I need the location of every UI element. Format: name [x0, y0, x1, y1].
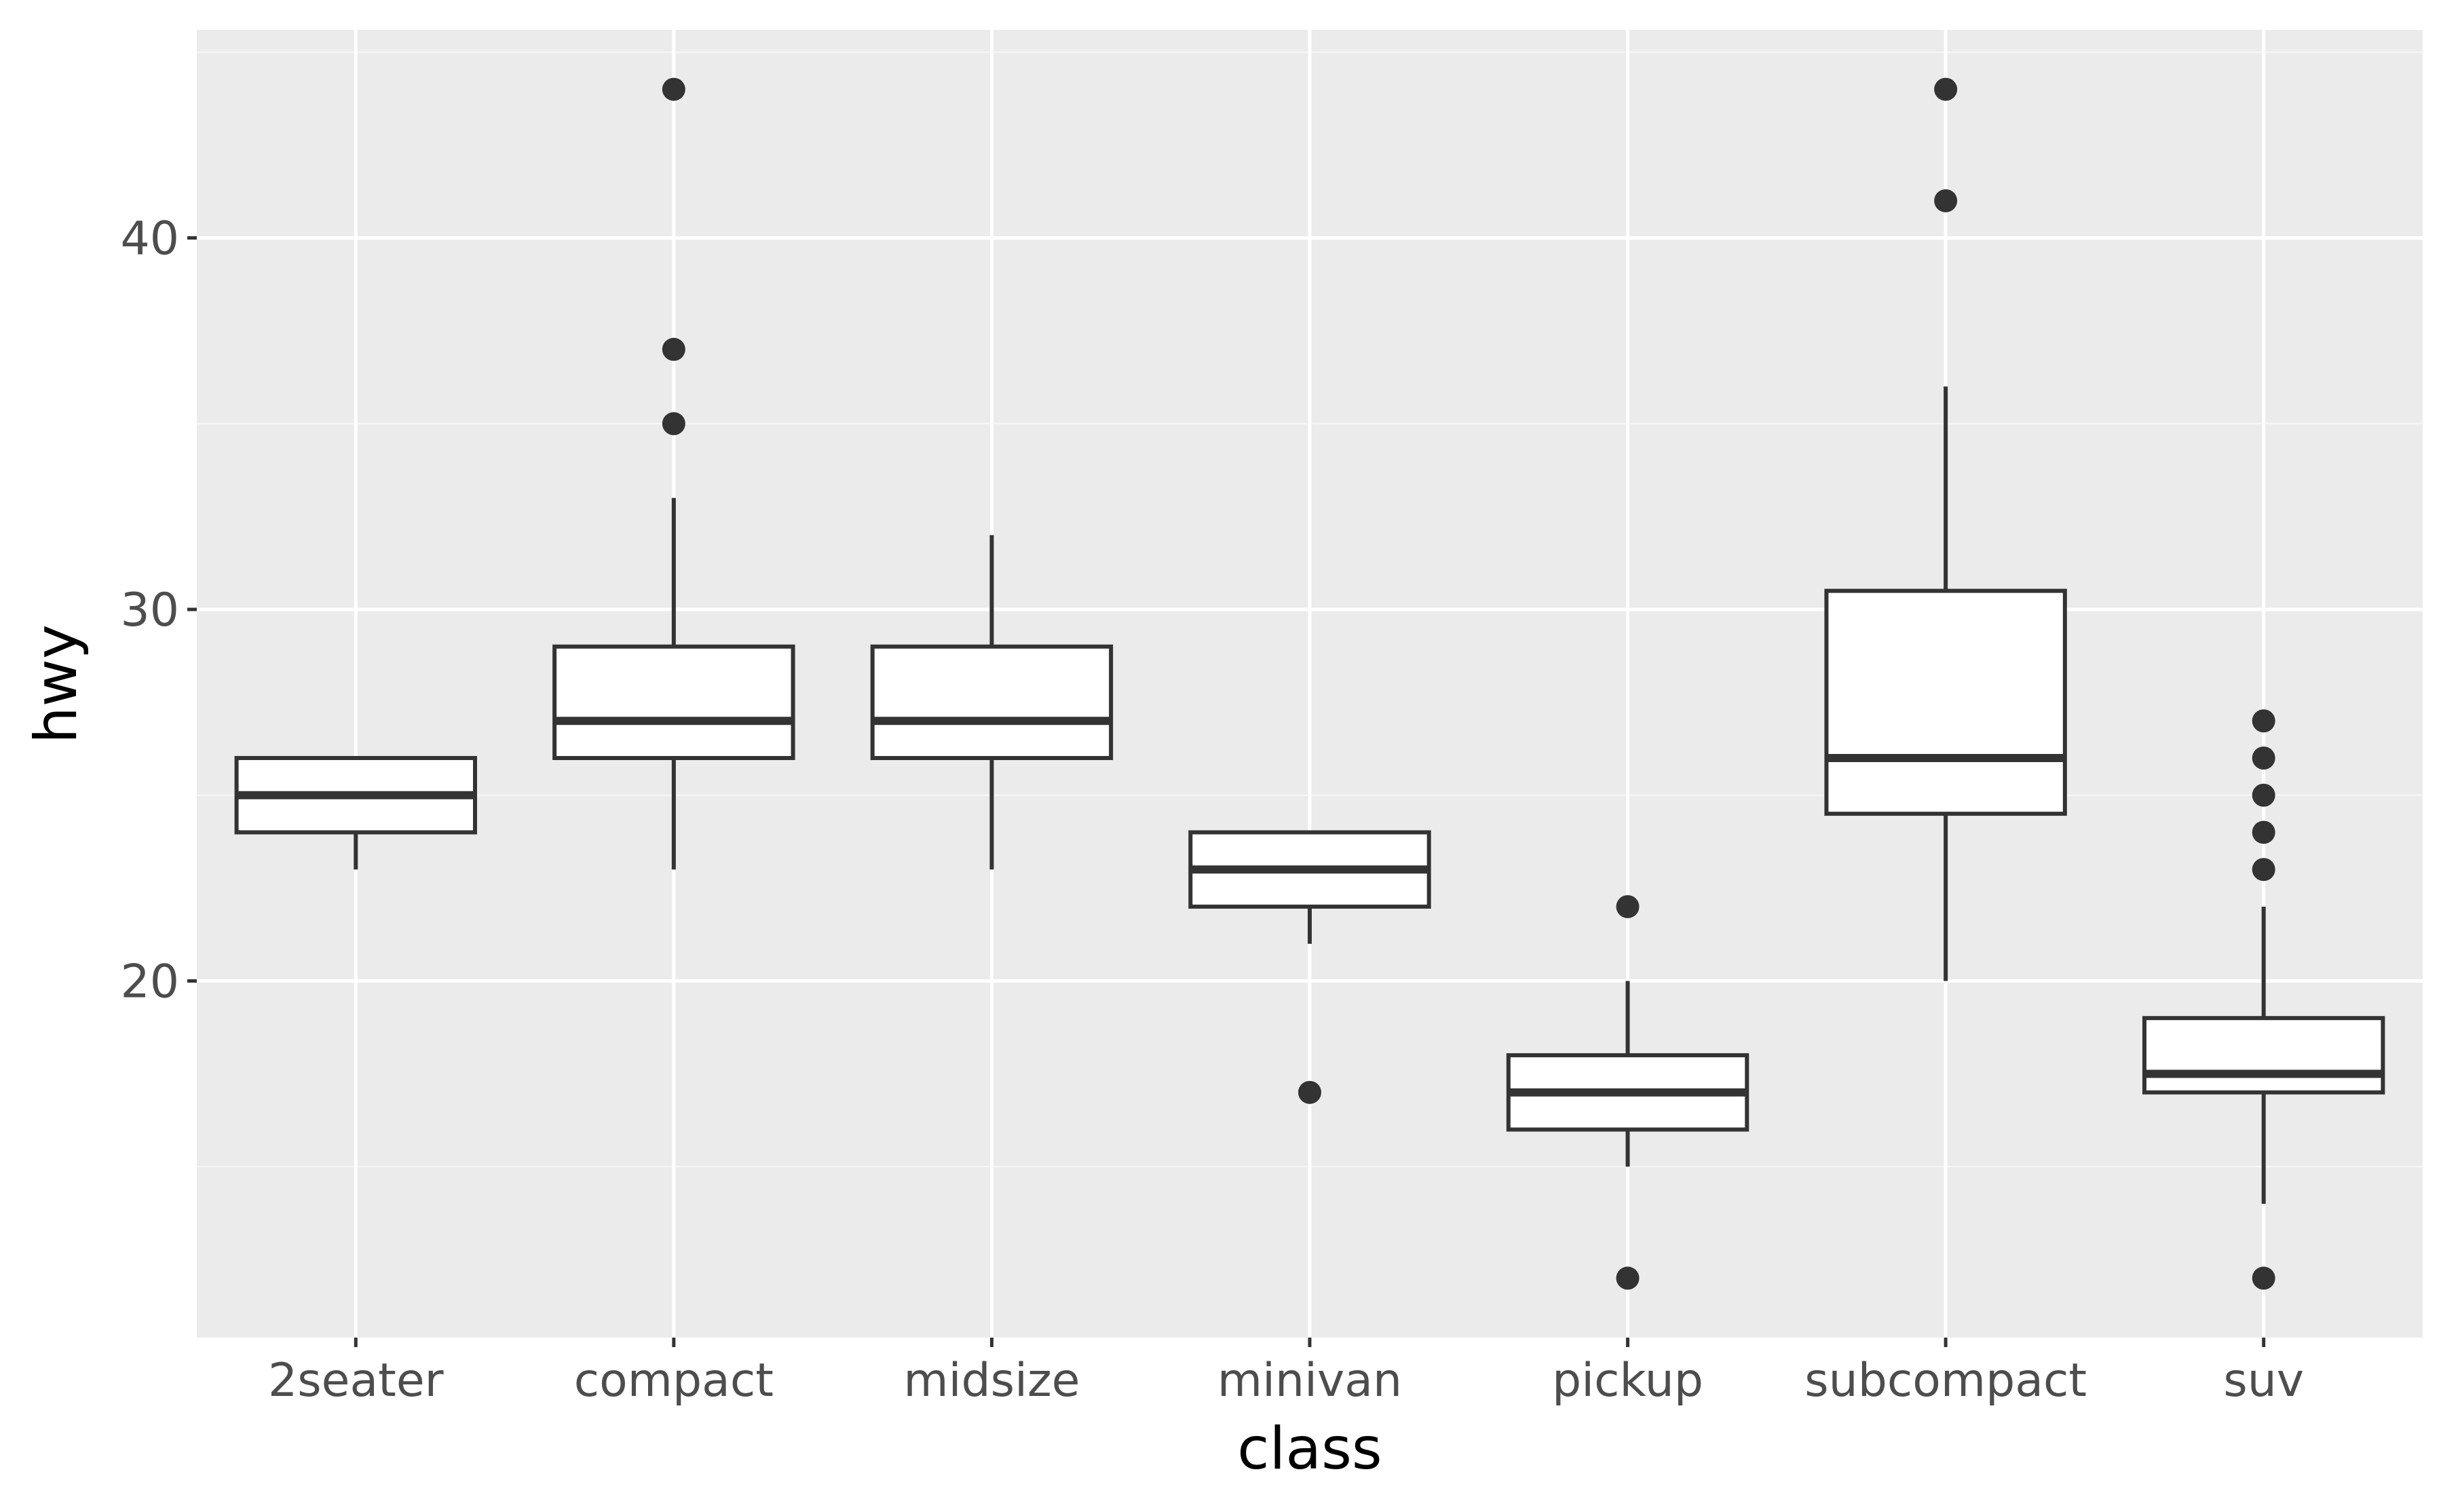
x-tick-label: 2seater	[268, 1354, 444, 1407]
x-tick-label: subcompact	[1804, 1354, 2087, 1407]
outlier-point	[662, 337, 685, 361]
y-axis-title: hwy	[22, 624, 90, 744]
outlier-point	[2252, 783, 2275, 807]
outlier-point	[1934, 189, 1958, 212]
outlier-point	[2252, 746, 2275, 770]
box-pickup	[1506, 894, 1749, 1290]
y-axis: 20 30 40	[120, 212, 197, 1008]
outlier-point	[2252, 820, 2275, 844]
box-body	[870, 644, 1114, 760]
outlier-point	[662, 412, 685, 436]
box-minivan	[1188, 830, 1431, 1104]
box-body	[552, 644, 795, 760]
box-body	[2142, 1016, 2385, 1095]
box-2seater	[234, 755, 477, 870]
box-midsize	[870, 535, 1114, 870]
outlier-point	[2252, 858, 2275, 882]
outlier-point	[2252, 709, 2275, 733]
outlier-point	[2252, 1266, 2275, 1290]
box-subcompact	[1824, 77, 2067, 981]
y-tick-label: 40	[120, 212, 179, 266]
x-tick-label: midsize	[903, 1354, 1080, 1407]
y-tick-label: 30	[120, 584, 179, 637]
x-axis: 2seater compact midsize minivan pickup subcom…	[268, 1338, 2304, 1407]
x-tick-label: minivan	[1217, 1354, 1402, 1407]
outlier-point	[1616, 894, 1640, 918]
box-series	[234, 77, 2385, 1290]
x-tick-label: suv	[2223, 1354, 2304, 1407]
outlier-point	[1298, 1080, 1321, 1104]
x-tick-label: pickup	[1552, 1354, 1703, 1407]
outlier-point	[662, 77, 685, 101]
outlier-point	[1934, 77, 1958, 101]
outlier-point	[1616, 1266, 1640, 1290]
box-compact	[552, 77, 795, 870]
x-axis-title: class	[1237, 1415, 1382, 1483]
box-body	[1824, 588, 2067, 816]
box-suv	[2142, 709, 2385, 1290]
x-tick-label: compact	[574, 1354, 774, 1407]
y-tick-label: 20	[120, 955, 179, 1008]
